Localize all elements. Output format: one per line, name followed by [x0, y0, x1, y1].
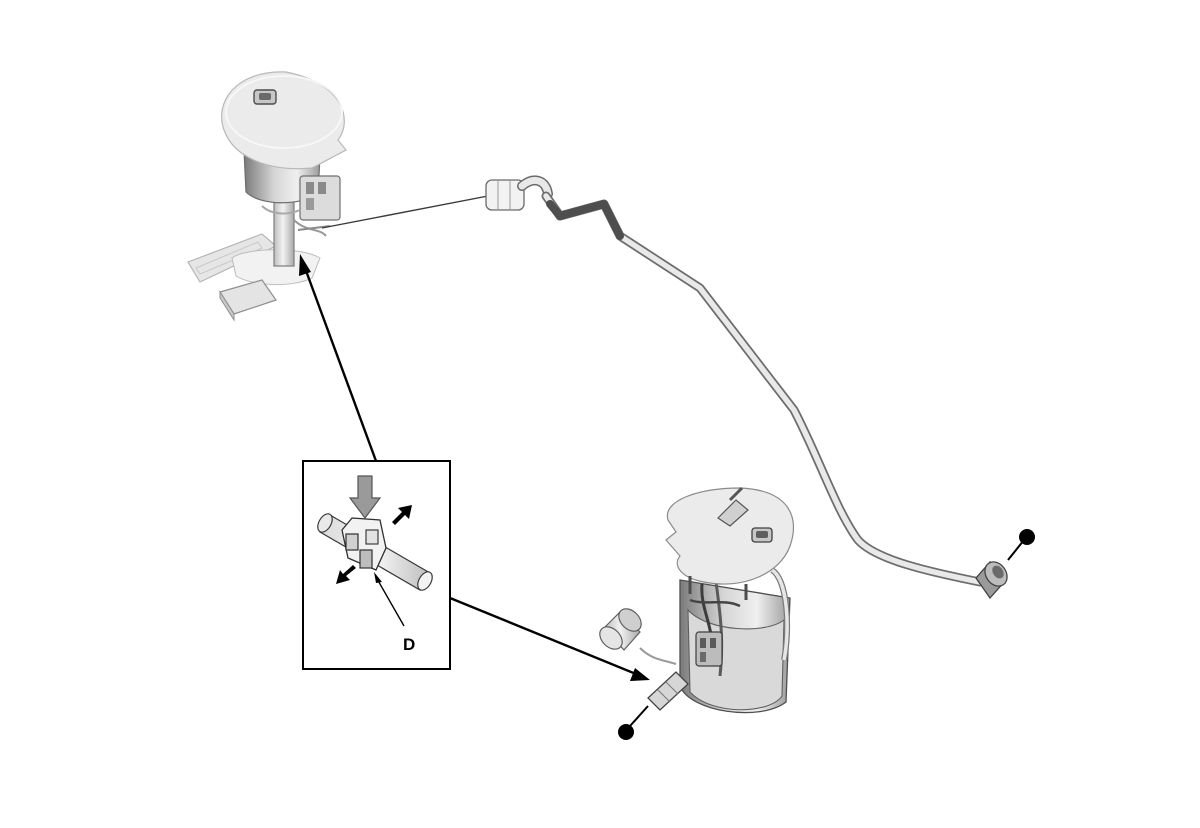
release-arrow-up-icon [392, 505, 412, 525]
marker-dot [1019, 529, 1035, 545]
pointer-to-lower-unit [449, 596, 637, 676]
pointer-to-lower-unit-arrowhead [630, 668, 650, 681]
lower-fuel-pump-unit [647, 486, 794, 714]
hose-line [321, 195, 489, 229]
marker-dot [618, 724, 634, 740]
pointer-to-upper-unit-arrowhead [299, 254, 311, 276]
fuel-filter [599, 608, 677, 665]
callout-leader [375, 576, 405, 627]
leader-line [629, 705, 649, 727]
fuel-line-tube [485, 175, 1008, 600]
callout-label-d: D [403, 635, 415, 654]
callout-pointer-arrows [299, 254, 650, 681]
detail-callout-box: D [302, 460, 451, 670]
upper-fuel-pump-unit [187, 71, 347, 322]
detail-connector-clip [341, 517, 387, 571]
callout-leader-arrowhead [374, 572, 382, 583]
pump-outlet-connector [647, 671, 689, 711]
press-arrow-icon [348, 475, 382, 519]
upper-quick-connector [485, 175, 553, 211]
pointer-to-upper-unit [303, 267, 378, 462]
release-arrow-down-icon [336, 565, 356, 584]
lower-tube-fitting [975, 561, 1008, 600]
leader-line [1007, 539, 1025, 561]
